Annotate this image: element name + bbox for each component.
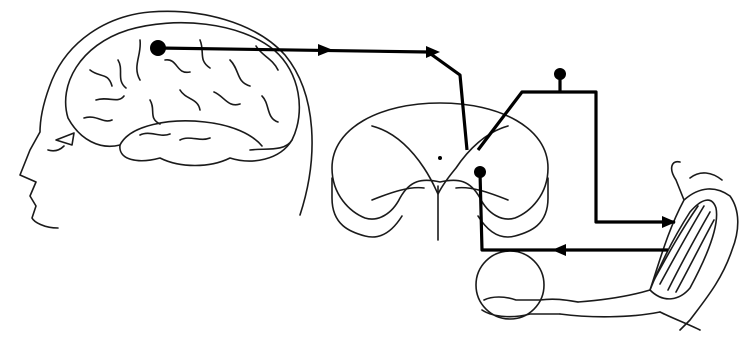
descending-motor-pathway xyxy=(150,40,467,150)
sensory-neuron-cell-body xyxy=(554,68,566,80)
ball xyxy=(476,251,544,319)
spinal-cord-bottom-edge xyxy=(332,178,548,240)
spinal-cord-cross-section xyxy=(332,103,548,240)
arrowhead xyxy=(552,244,566,256)
lower-motor-pathway xyxy=(474,166,668,256)
spinal-cord-top xyxy=(332,103,548,219)
forearm xyxy=(560,290,660,317)
sensory-line xyxy=(478,92,675,222)
arrowhead xyxy=(662,216,676,228)
motor-neuron-cell-body-spinal xyxy=(474,166,486,178)
eye-mark xyxy=(56,133,74,145)
upper-arm-and-shoulder xyxy=(650,162,738,330)
brain xyxy=(66,23,300,166)
head-profile xyxy=(20,11,312,228)
sensory-pathway xyxy=(478,68,676,228)
arm-holding-ball xyxy=(476,162,738,330)
nose-line xyxy=(48,146,64,151)
head-outline xyxy=(20,11,312,228)
central-canal xyxy=(438,156,442,160)
brain-folds xyxy=(84,40,278,140)
spinal-to-muscle-line xyxy=(480,172,668,250)
motor-neuron-cell-body-brain xyxy=(150,40,166,56)
temporal-lobe xyxy=(120,121,262,146)
arrowhead xyxy=(318,44,333,56)
